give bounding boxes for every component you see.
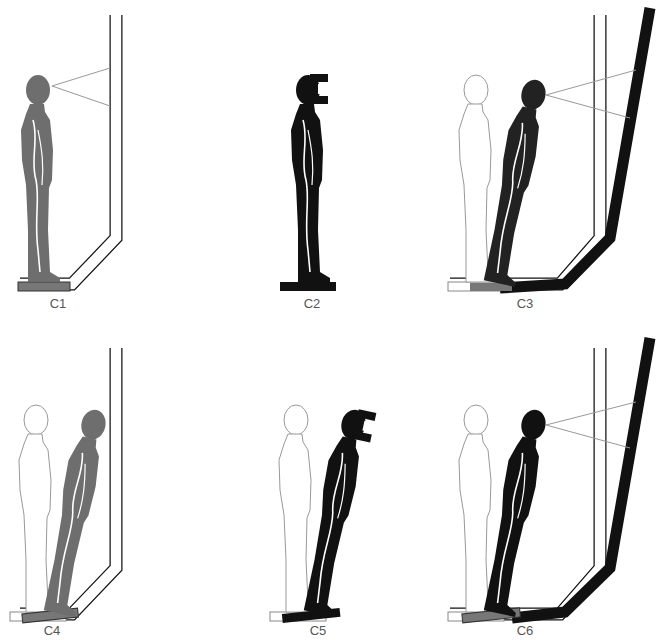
panel-label: C4 <box>44 623 61 638</box>
panel-label: C2 <box>304 296 321 311</box>
panel-label: C3 <box>517 296 534 311</box>
panel-c2 <box>280 74 336 291</box>
panel-c1 <box>18 15 116 291</box>
panel-c6 <box>448 338 650 623</box>
panel-c5 <box>270 405 378 623</box>
panel-label: C6 <box>517 623 534 638</box>
panel-c4 <box>10 348 118 623</box>
panel-c3 <box>448 8 650 291</box>
panel-label: C1 <box>50 296 67 311</box>
panel-label: C5 <box>310 623 327 638</box>
